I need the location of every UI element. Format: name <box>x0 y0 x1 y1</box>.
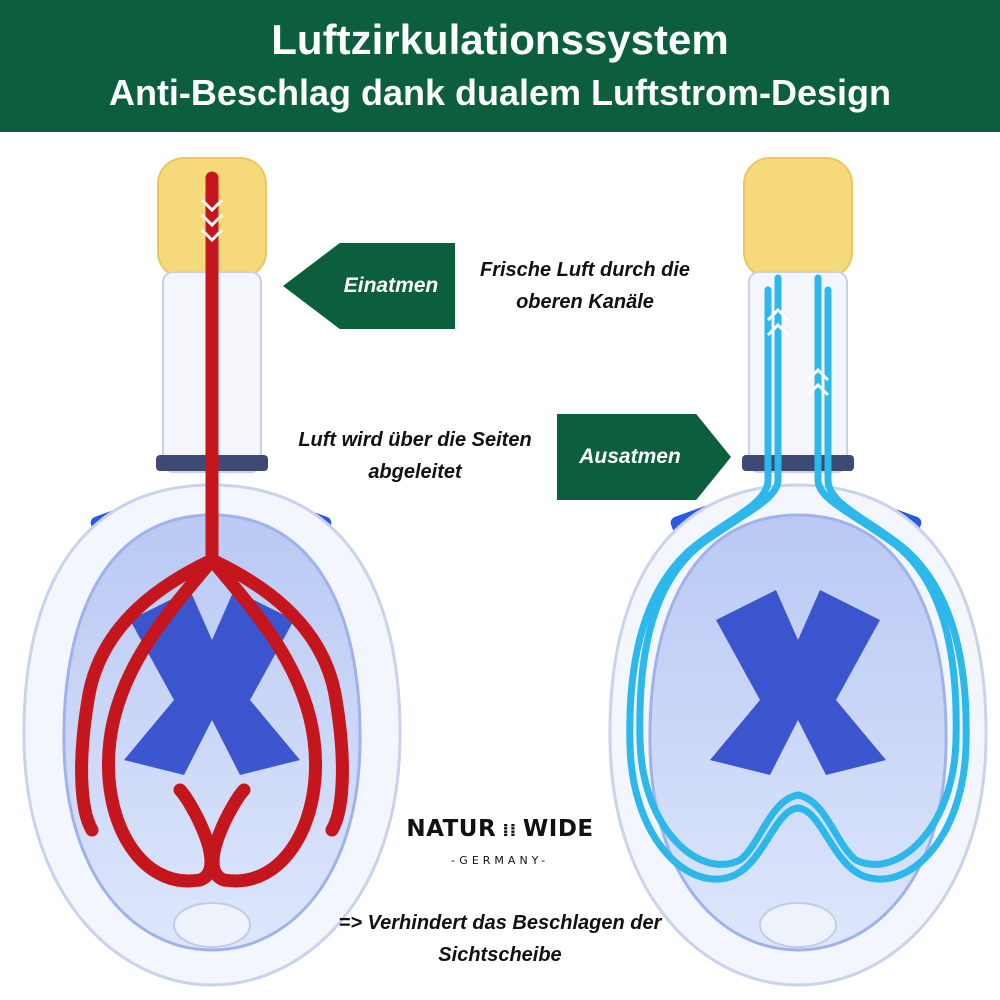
header-banner: Luftzirkulationssystem Anti-Beschlag dan… <box>0 0 1000 132</box>
mask-illustration <box>22 157 988 987</box>
mask-left <box>22 157 402 987</box>
chin-valve-right <box>759 902 837 948</box>
chin-valve-left <box>173 902 251 948</box>
brand-subtitle: -GERMANY- <box>450 854 550 867</box>
brand-right: WIDE <box>522 816 594 842</box>
anti-fog-caption: => Verhindert das Beschlagen der Sichtsc… <box>338 912 662 966</box>
inhale-label: Einatmen <box>343 274 439 297</box>
snorkel-tube-right <box>748 271 848 473</box>
brand-left: NATUR <box>406 816 497 842</box>
fresh-air-caption: Frische Luft durch die oberen Kanäle <box>479 259 691 313</box>
side-air-caption: Luft wird über die Seiten abgeleitet <box>298 429 532 483</box>
nose-piece-left <box>124 590 300 775</box>
footprints-icon: ⁞⁞ <box>502 820 517 841</box>
exhale-chevrons <box>766 307 830 397</box>
snorkel-cap-right <box>743 157 853 279</box>
snorkel-ring-right <box>742 455 854 471</box>
page-subtitle: Anti-Beschlag dank dualem Luftstrom-Desi… <box>108 72 892 113</box>
exhale-arrow: Ausatmen <box>557 414 731 500</box>
mask-lens-right <box>648 513 948 952</box>
exhale-label: Ausatmen <box>579 445 681 468</box>
exhale-flow-lines <box>626 274 970 883</box>
mask-right <box>608 157 988 987</box>
inhale-chevrons <box>200 198 224 243</box>
brand-logo: NATUR⁞⁞WIDE -GERMANY- <box>400 810 600 880</box>
nose-piece-right <box>710 590 886 775</box>
brand-wordmark: NATUR⁞⁞WIDE <box>400 816 600 842</box>
page-title: Luftzirkulationssystem <box>271 16 729 63</box>
inhale-flow-lines <box>75 171 349 888</box>
